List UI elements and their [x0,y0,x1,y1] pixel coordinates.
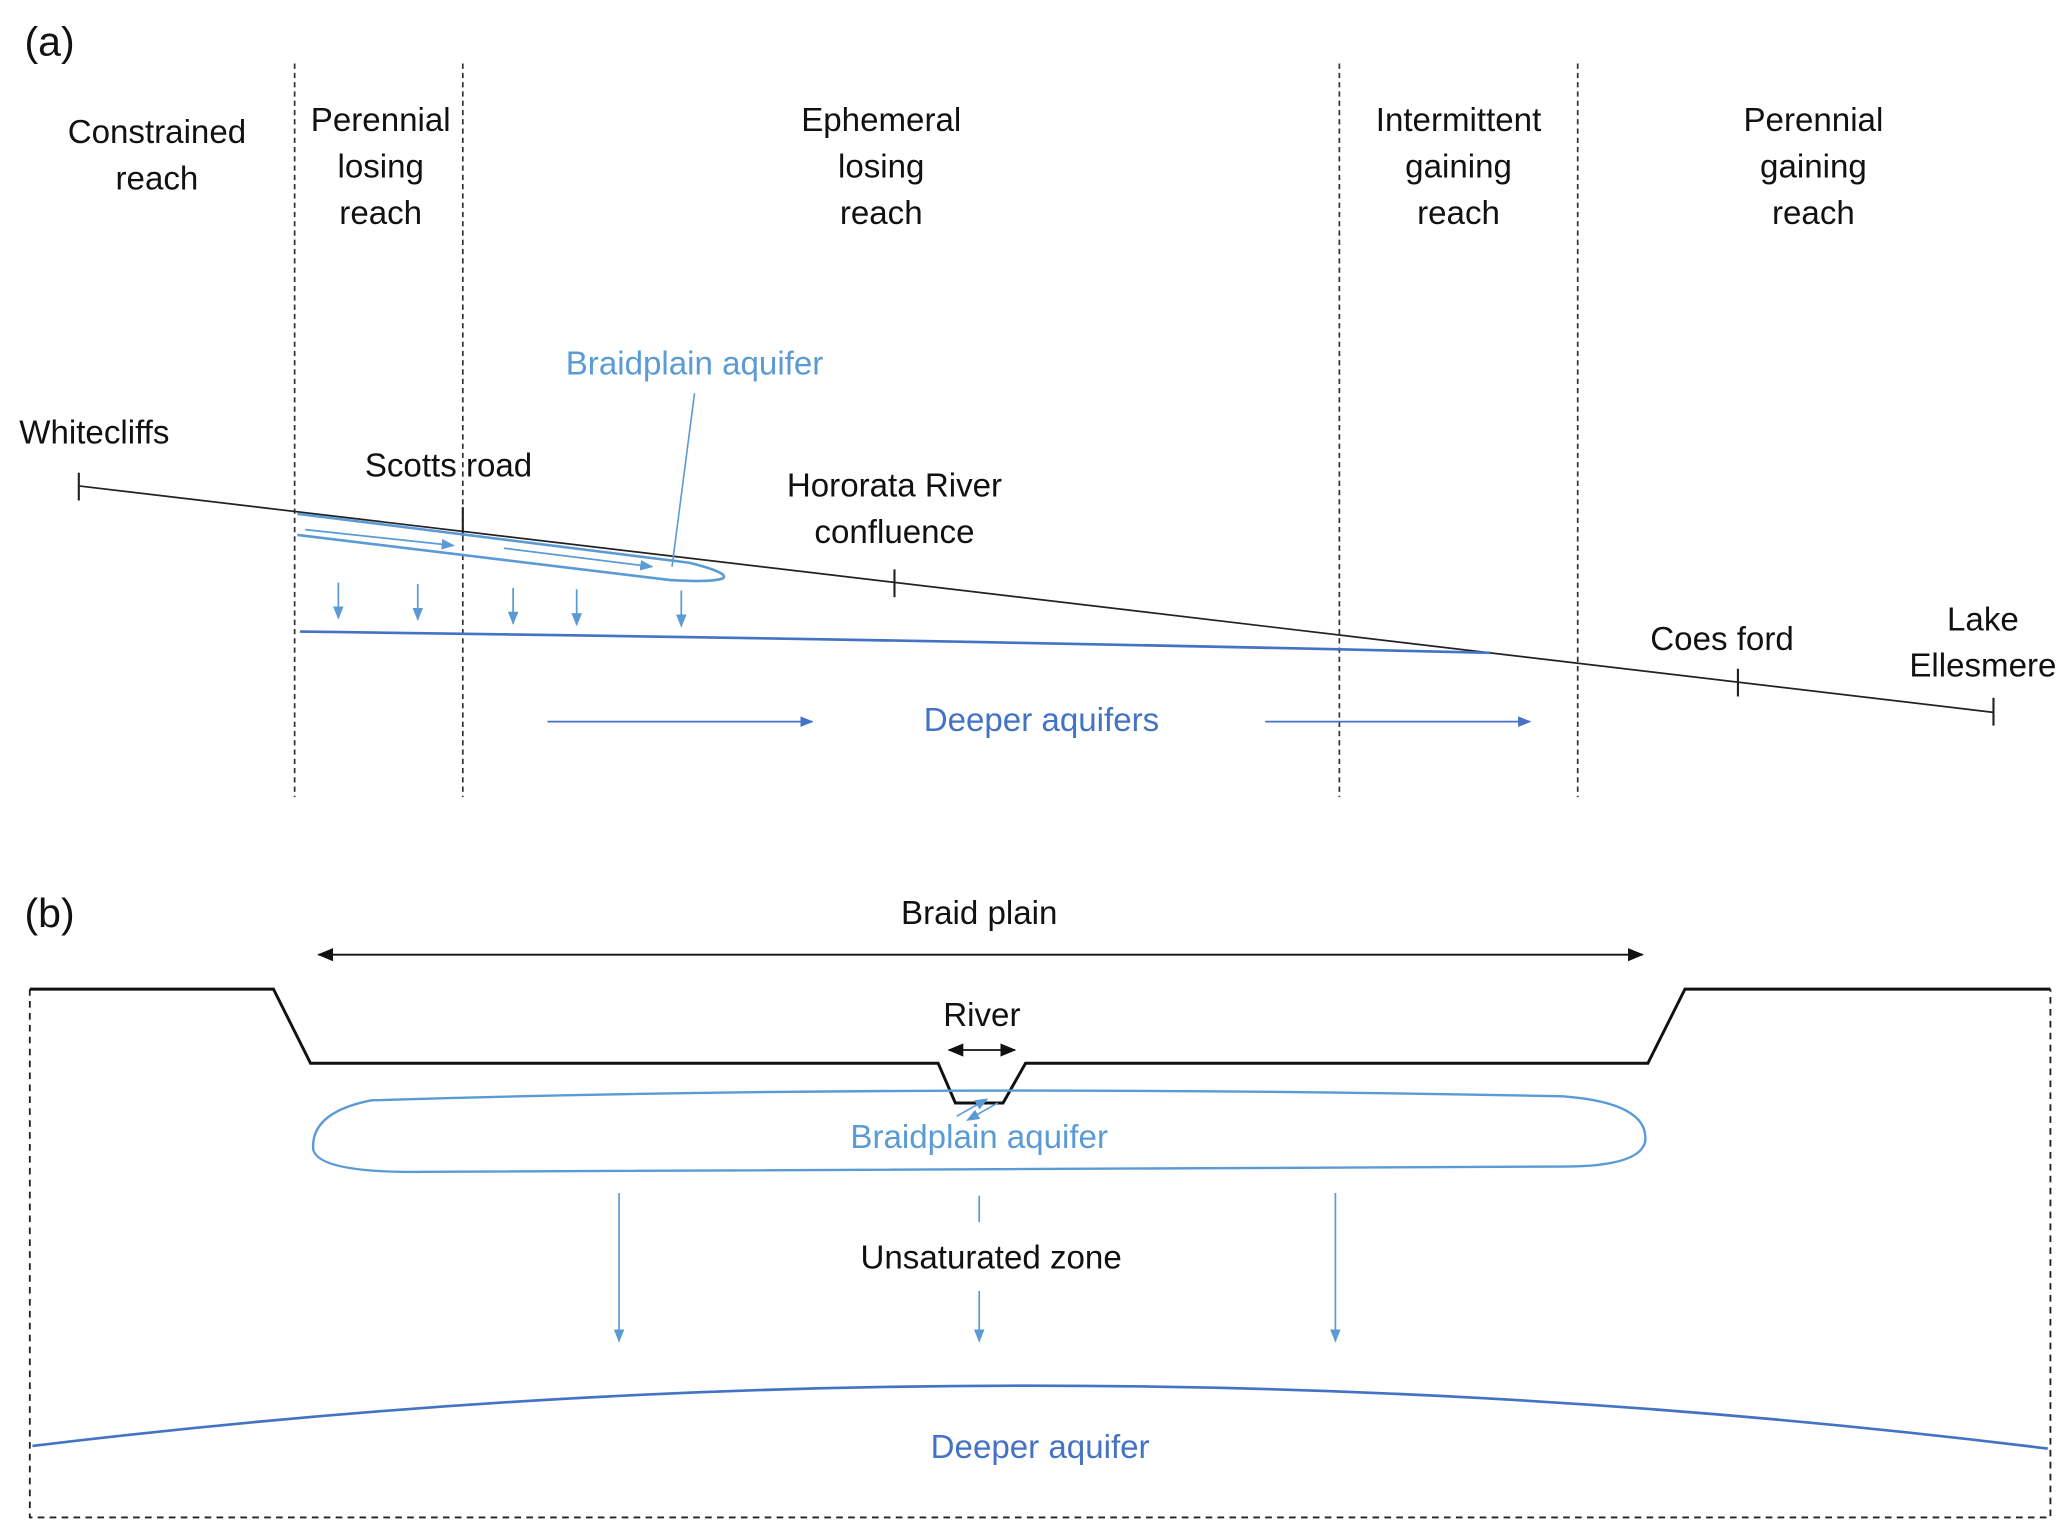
location-lake: Ellesmere [1909,648,2056,685]
location-scotts-road: Scotts road [365,448,532,485]
panel-b-label: (b) [25,890,75,936]
braidplain-aquifer-label: Braidplain aquifer [566,346,824,383]
reach-label: Ephemeral [801,102,961,139]
river-label: River [943,997,1020,1034]
reach-label: reach [339,195,422,232]
location-whitecliffs: Whitecliffs [19,415,169,452]
location-hororata: confluence [814,514,974,551]
panel-a-label: (a) [25,19,75,65]
percolation-arrows [613,1193,1341,1343]
deeper-aquifer-boundary [299,630,1491,655]
reach-label: losing [838,148,924,185]
braidplain-aquifer-lens [311,1089,1647,1174]
deeper-aquifer-boundary [32,1384,2048,1450]
deeper-aquifers-label: Deeper aquifers [924,702,1159,739]
location-coes-ford: Coes ford [1650,621,1793,658]
braid-plain-label: Braid plain [901,895,1057,932]
reach-label: gaining [1760,148,1867,185]
reach-label: Intermittent [1376,102,1542,139]
deeper-aquifer-label: Deeper aquifer [931,1429,1150,1466]
ground-surface [29,987,2051,1105]
reach-label: reach [1772,195,1855,232]
recharge-arrows [333,582,687,628]
braidplain-aquifer-label: Braidplain aquifer [850,1119,1108,1156]
flow-arrow [503,547,654,571]
reach-label: Perennial [1743,102,1883,139]
reach-label: reach [840,195,923,232]
reach-label: reach [116,160,199,197]
panel-a: (a) Constrained reach Perennial losing r… [19,19,2056,798]
braidplain-aquifer-lens [297,512,726,583]
reach-labels: Constrained reach Perennial losing reach… [68,102,1884,232]
panel-b: (b) Braid plain River Braidplain aquifer… [25,890,2052,1519]
location-hororata: Hororata River [787,468,1002,505]
reach-label: Constrained [68,114,246,151]
flow-arrow [305,528,455,550]
reach-label: Perennial [311,102,451,139]
braidplain-leader-line [671,393,696,567]
reach-label: reach [1417,195,1500,232]
location-lake: Lake [1947,601,2019,638]
cross-section-frame [28,989,2052,1519]
exchange-arrow [966,1102,999,1121]
reach-label: losing [337,148,423,185]
unsaturated-zone-label: Unsaturated zone [861,1240,1122,1277]
location-ticks [77,472,1995,726]
river-profile-line [78,485,1994,714]
reach-label: gaining [1405,148,1512,185]
exchange-arrow [956,1098,989,1117]
reach-dividers [293,63,1579,798]
